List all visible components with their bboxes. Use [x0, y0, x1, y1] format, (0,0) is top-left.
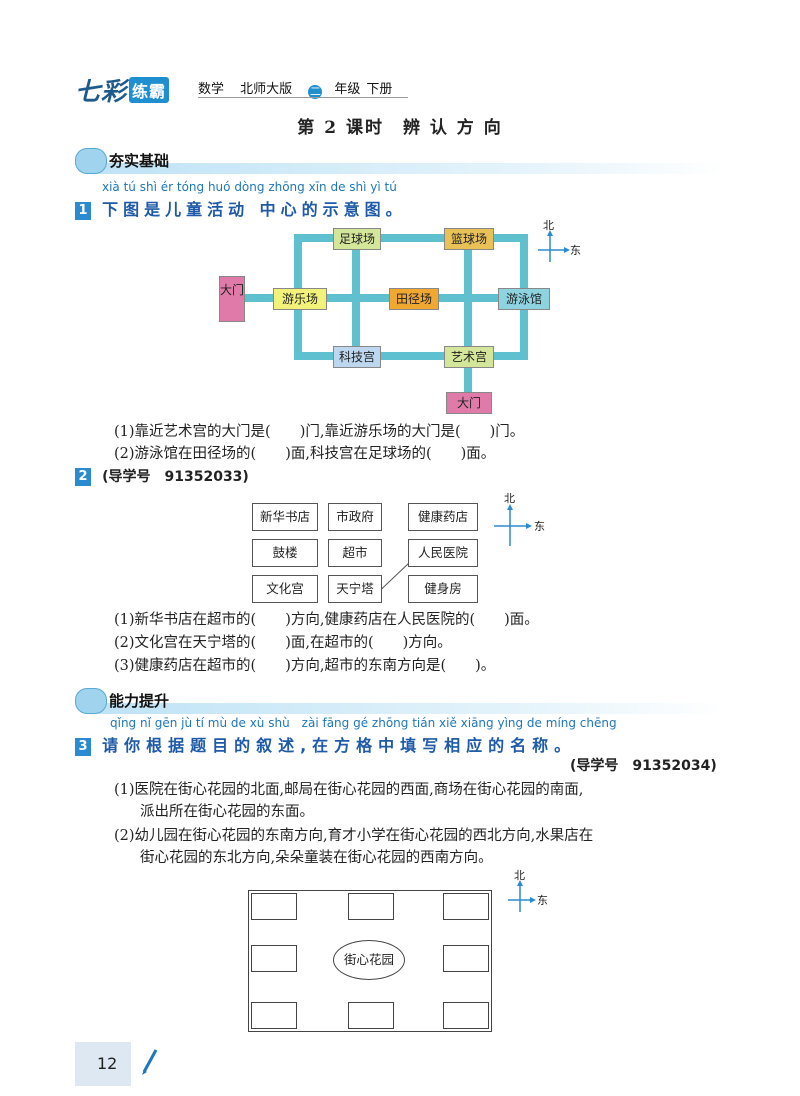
- page-number: 12: [97, 1054, 118, 1073]
- city-hall: 市政府: [328, 503, 382, 531]
- q2-reference: (导学号 91352033): [102, 469, 249, 485]
- answer-grid: [248, 890, 492, 1032]
- brand-badge: 练霸: [129, 77, 170, 103]
- playground: 游乐场: [273, 288, 327, 310]
- section-title: 夯实基础: [109, 152, 170, 170]
- grid-cell-sw[interactable]: [251, 1002, 297, 1029]
- brand-name: 七彩: [75, 77, 128, 106]
- supermarket: 超市: [328, 539, 382, 567]
- q3-condition-1a: (1)医院在街心花园的北面,邮局在街心花园的西面,商场在街心花园的南面,: [114, 782, 584, 798]
- east-label: 东: [537, 894, 548, 907]
- east-label: 东: [570, 244, 581, 257]
- compass-rose-3: 北 东: [506, 869, 556, 914]
- grid-cell-e[interactable]: [443, 945, 489, 972]
- book-info: 数学 北师大版 二年级下册: [198, 78, 404, 99]
- north-label: 北: [543, 219, 554, 232]
- q1-number: 1: [75, 202, 91, 220]
- culture-palace: 文化宫: [252, 575, 318, 603]
- vertical-path-left: [352, 234, 360, 360]
- q3-condition-2b: 街心花园的东北方向,朵朵童装在街心花园的西南方向。: [140, 850, 493, 866]
- gate-bottom: 大门: [446, 392, 492, 414]
- north-label: 北: [514, 869, 525, 882]
- xinhua-bookstore: 新华书店: [252, 503, 318, 531]
- central-garden: 街心花园: [333, 940, 405, 980]
- q1-heading: 1 下图是儿童活动 中心的示意图。: [75, 196, 407, 220]
- grid-cell-n[interactable]: [348, 893, 394, 920]
- tianning-pagoda: 天宁塔: [328, 575, 382, 603]
- q3-title: 请你根据题目的叙述,在方格中填写相应的名称。: [102, 736, 577, 755]
- q3-condition-2a: (2)幼儿园在街心花园的东南方向,育才小学在街心花园的西北方向,水果店在: [114, 828, 594, 844]
- q3-reference: (导学号 91352034): [570, 758, 717, 774]
- q2-question-1: (1)新华书店在超市的( )方向,健康药店在人民医院的( )面。: [114, 612, 539, 628]
- art-palace: 艺术宫: [444, 346, 494, 368]
- brand-logo: 七彩练霸: [75, 72, 170, 108]
- q1-title: 下图是儿童活动 中心的示意图。: [102, 200, 407, 219]
- q3-pinyin: qǐng nǐ gēn jù tí mù de xù shù zài fāng …: [110, 716, 617, 730]
- edition: 北师大版: [240, 82, 293, 97]
- compass-rose-2: 北 东: [490, 492, 546, 550]
- q1-pinyin: xià tú shì ér tóng huó dòng zhōng xīn de…: [102, 180, 397, 194]
- subject: 数学: [198, 82, 225, 97]
- swimming-pool: 游泳馆: [498, 288, 550, 310]
- term: 下册: [366, 82, 393, 97]
- q2-question-2: (2)文化宫在天宁塔的( )面,在超市的( )方向。: [114, 635, 452, 651]
- grade-label: 年级: [334, 82, 361, 97]
- science-palace: 科技宫: [333, 346, 381, 368]
- pencil-icon: [140, 1046, 160, 1076]
- connector-line: [369, 561, 411, 601]
- cartoon-icon: [75, 148, 107, 174]
- grade-info: 二年级下册: [308, 82, 393, 99]
- people-hospital: 人民医院: [408, 539, 478, 567]
- grid-cell-nw[interactable]: [251, 893, 297, 920]
- q3-heading: 3 请你根据题目的叙述,在方格中填写相应的名称。: [75, 732, 576, 756]
- compass-arrows-icon: [494, 504, 532, 546]
- compass-arrows-icon: [508, 880, 536, 912]
- compass-arrows-icon: [538, 230, 570, 262]
- grid-cell-ne[interactable]: [443, 893, 489, 920]
- east-label: 东: [534, 520, 545, 533]
- north-label: 北: [504, 492, 515, 505]
- section-header-improve: 能力提升: [75, 686, 725, 716]
- q2-heading: 2 (导学号 91352033): [75, 466, 249, 486]
- grade-number: 二: [308, 85, 323, 99]
- grid-cell-s[interactable]: [348, 1002, 394, 1029]
- section-title: 能力提升: [109, 692, 170, 710]
- gate-left: 大门: [219, 276, 245, 322]
- grid-cell-w[interactable]: [251, 945, 297, 972]
- q1-question-1: (1)靠近艺术宫的大门是( )门,靠近游乐场的大门是( )门。: [114, 424, 525, 440]
- cartoon-icon: [75, 688, 107, 714]
- q3-condition-1b: 派出所在街心花园的东面。: [140, 804, 314, 820]
- path-bottom-gate: [464, 358, 472, 392]
- health-pharmacy: 健康药店: [408, 503, 478, 531]
- path-left-gate: [245, 294, 297, 302]
- page-number-box: 12: [75, 1042, 131, 1086]
- q1-question-2: (2)游泳馆在田径场的( )面,科技宫在足球场的( )面。: [114, 446, 496, 462]
- grid-cell-se[interactable]: [443, 1002, 489, 1029]
- lesson-title: 第 2 课时 辨 认 方 向: [297, 118, 503, 138]
- q2-number: 2: [75, 468, 91, 486]
- q2-question-3: (3)健康药店在超市的( )方向,超市的东南方向是( )。: [114, 658, 496, 674]
- football-field: 足球场: [333, 228, 381, 250]
- gym: 健身房: [408, 575, 478, 603]
- basketball-court: 篮球场: [444, 228, 494, 250]
- section-header-basics: 夯实基础: [75, 146, 725, 176]
- q3-number: 3: [75, 738, 91, 756]
- header-divider: [198, 97, 408, 98]
- compass-rose-1: 北 东: [536, 219, 586, 264]
- drum-tower: 鼓楼: [252, 539, 318, 567]
- vertical-path-right: [464, 234, 472, 360]
- track-field: 田径场: [389, 288, 439, 310]
